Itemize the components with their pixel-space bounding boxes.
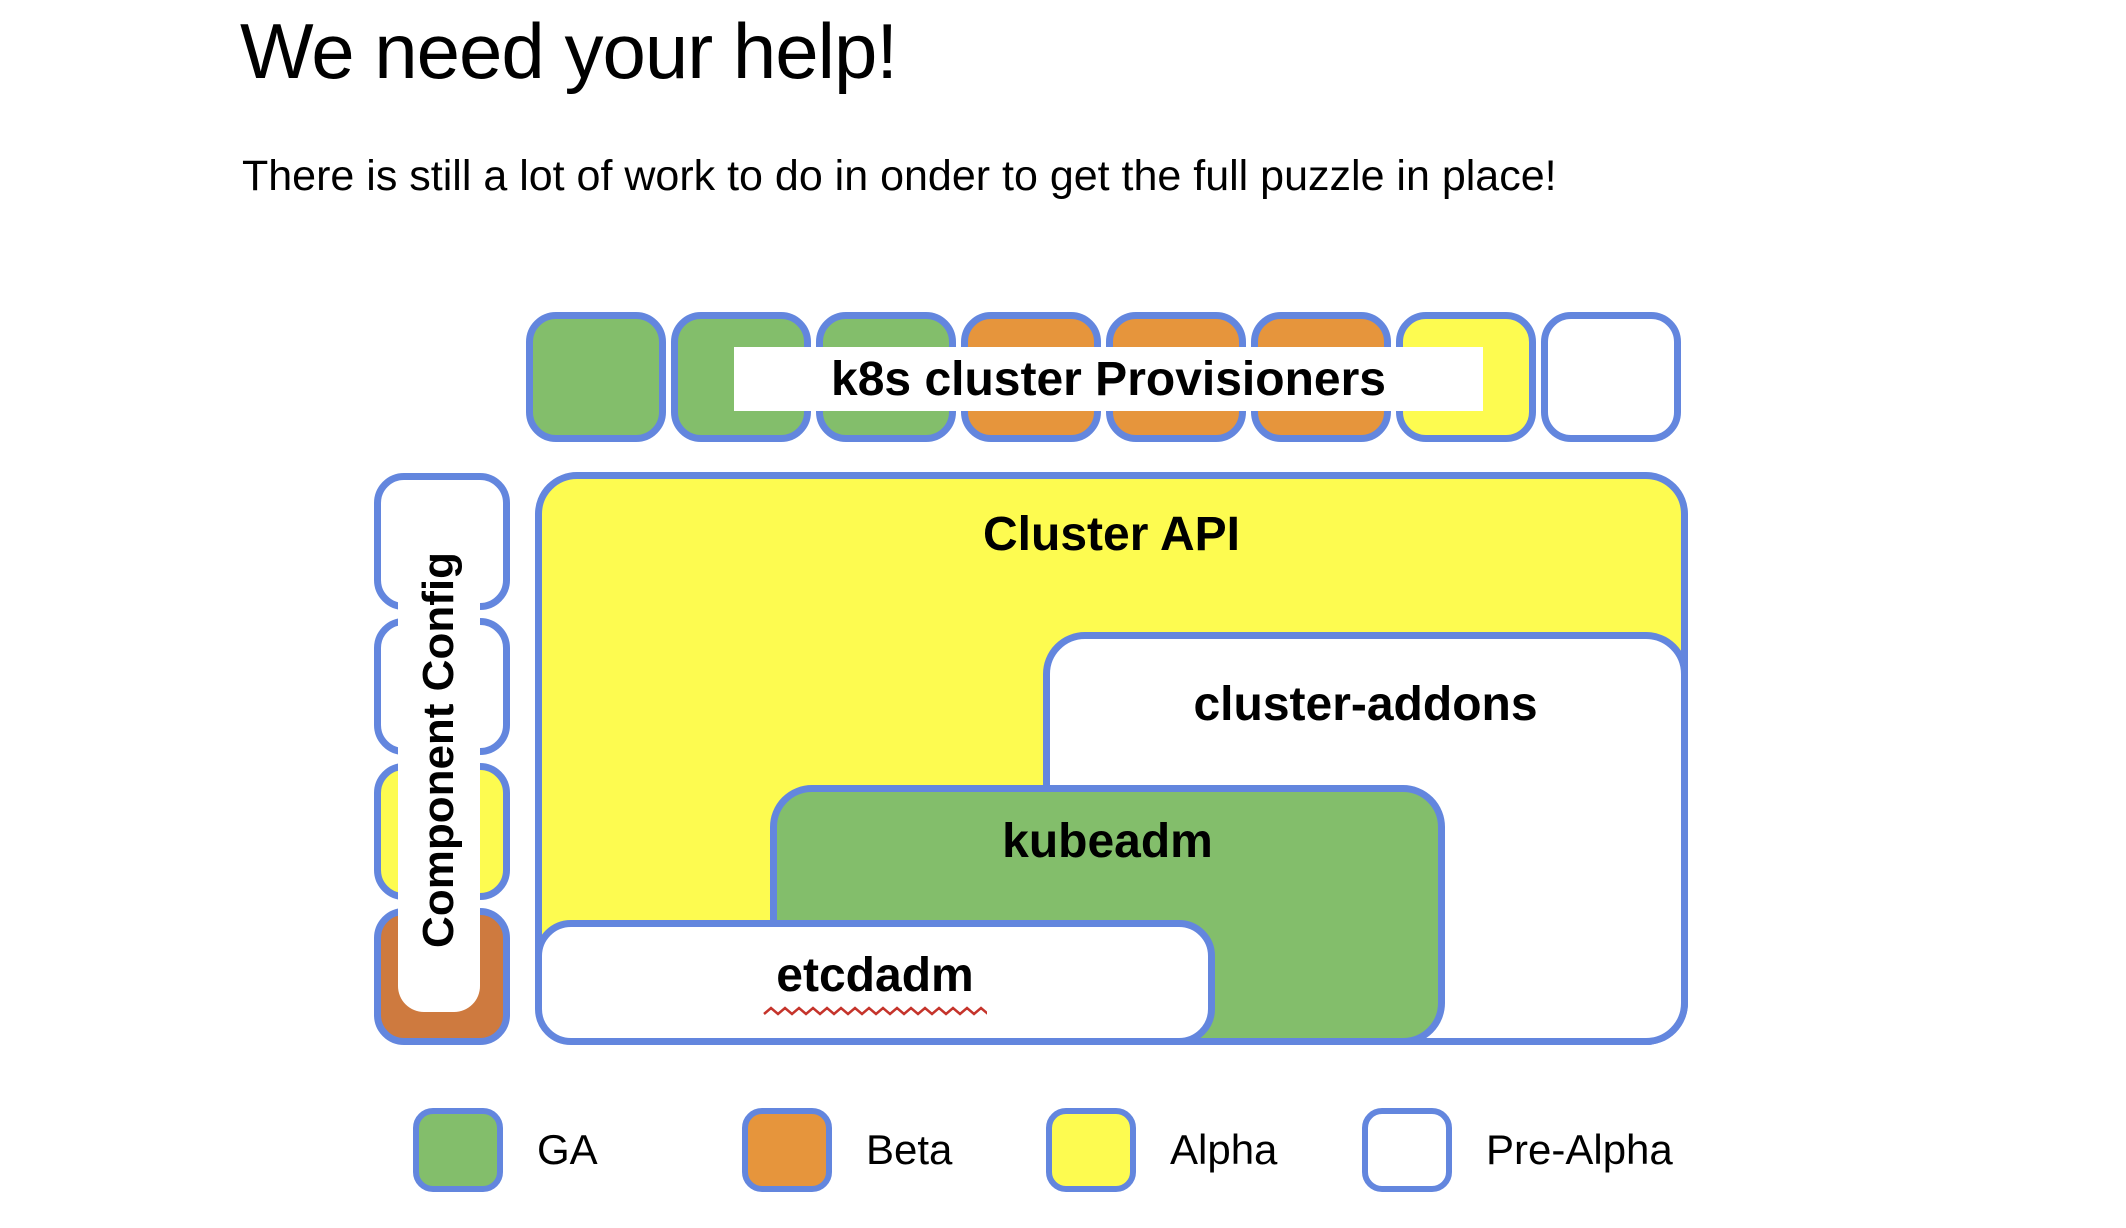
status-box-ga bbox=[526, 312, 666, 442]
beta-swatch bbox=[742, 1108, 832, 1192]
legend-label-alpha: Alpha bbox=[1170, 1126, 1278, 1173]
legend-item-ga: GA bbox=[413, 1108, 598, 1192]
status-box-pre-alpha bbox=[1541, 312, 1681, 442]
slide-title: We need your help! bbox=[240, 7, 898, 95]
legend-label-beta: Beta bbox=[866, 1126, 953, 1173]
etcdadm-label: etcdadm bbox=[776, 949, 974, 1002]
alpha-swatch bbox=[1046, 1108, 1136, 1192]
legend-label-ga: GA bbox=[537, 1126, 598, 1173]
ga-swatch bbox=[413, 1108, 503, 1192]
etcdadm-box: etcdadm bbox=[535, 920, 1215, 1045]
legend-item-alpha: Alpha bbox=[1046, 1108, 1277, 1192]
slide-subtitle: There is still a lot of work to do in on… bbox=[242, 152, 1557, 200]
legend-item-beta: Beta bbox=[742, 1108, 952, 1192]
kubeadm-label: kubeadm bbox=[1002, 815, 1213, 868]
component-config-label: Component Config bbox=[414, 552, 463, 948]
spellcheck-squiggle-icon bbox=[763, 1006, 987, 1016]
cluster-api-label: Cluster API bbox=[983, 508, 1240, 561]
pre-alpha-swatch bbox=[1362, 1108, 1452, 1192]
provisioners-label: k8s cluster Provisioners bbox=[734, 347, 1483, 411]
legend-label-pre-alpha: Pre-Alpha bbox=[1486, 1126, 1673, 1173]
cluster-addons-label: cluster-addons bbox=[1193, 678, 1538, 731]
component-config-label-box: Component Config bbox=[398, 488, 480, 1012]
legend-item-pre-alpha: Pre-Alpha bbox=[1362, 1108, 1673, 1192]
